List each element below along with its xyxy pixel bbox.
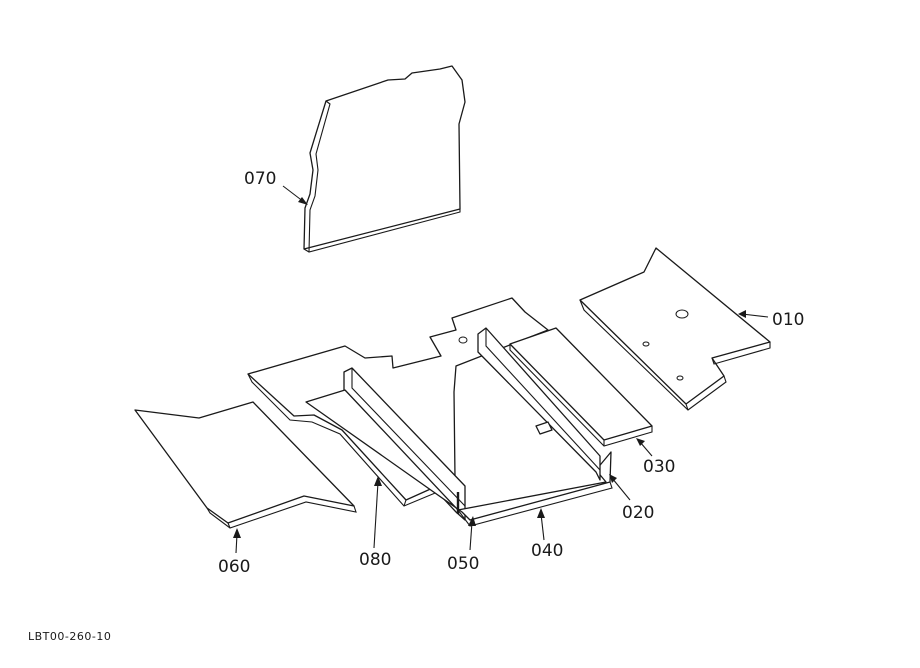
leader-010 <box>738 310 769 318</box>
part-070-back-panel[interactable] <box>303 65 466 253</box>
callout-080: 080 <box>359 550 391 570</box>
drawing-code: LBT00-260-10 <box>28 630 112 643</box>
leader-080 <box>373 476 382 549</box>
part-040-center-tray[interactable] <box>305 389 613 527</box>
leader-020 <box>609 474 631 501</box>
mounting-hole <box>458 336 468 344</box>
callout-020: 020 <box>622 503 654 523</box>
leader-040 <box>537 508 545 541</box>
callout-070: 070 <box>244 169 276 189</box>
leader-050 <box>468 516 476 551</box>
leader-070 <box>282 185 308 205</box>
part-010-right-rear-mat[interactable] <box>579 247 771 411</box>
callout-050: 050 <box>447 554 479 574</box>
part-030-right-strip-mat[interactable] <box>509 327 653 447</box>
callout-010: 010 <box>772 310 804 330</box>
part-060-left-front-mat[interactable] <box>134 401 357 529</box>
callout-030: 030 <box>643 457 675 477</box>
part-020-center-divider[interactable] <box>477 327 601 481</box>
callout-060: 060 <box>218 557 250 577</box>
leader-060 <box>233 528 241 554</box>
leader-030 <box>636 438 653 457</box>
callout-040: 040 <box>531 541 563 561</box>
